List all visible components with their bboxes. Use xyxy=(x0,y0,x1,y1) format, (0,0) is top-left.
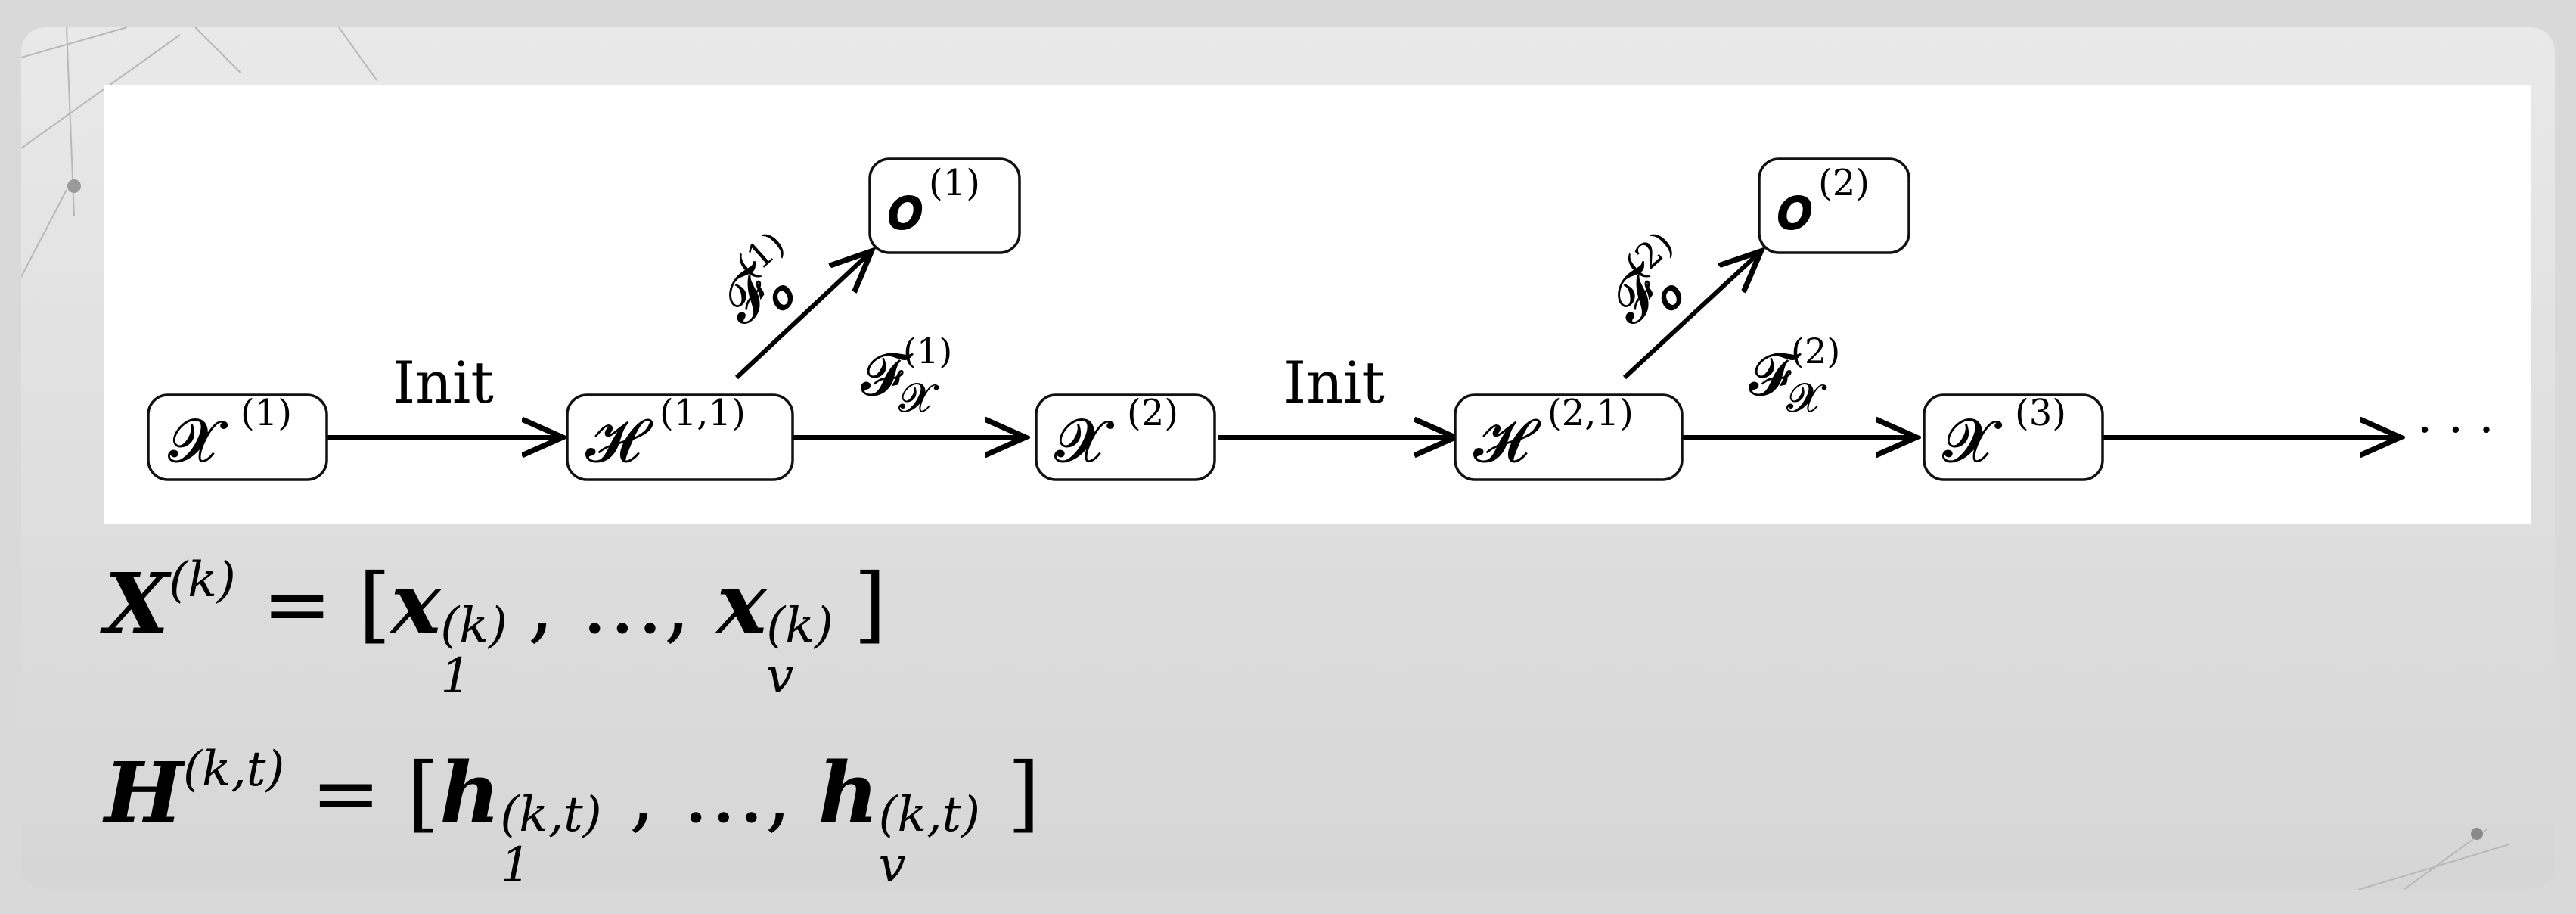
eq2-close-bracket: ] xyxy=(1007,744,1041,841)
eq2-last-sup: (k,t) xyxy=(878,787,981,844)
edge-label-fx-1: 𝓕 𝓧 (1) xyxy=(861,331,952,421)
eq2-comma-1: , xyxy=(628,744,656,841)
node-sup: (1) xyxy=(241,392,292,434)
label-sup: (2) xyxy=(1791,331,1840,372)
edge-h21-o2 xyxy=(1622,254,1758,380)
label-sup: (1) xyxy=(903,331,952,372)
node-h11: 𝓗 (1,1) xyxy=(566,392,794,481)
eq2-open-bracket: [ xyxy=(407,744,440,841)
eq1-equals: = xyxy=(262,555,332,652)
eq2-first-sub: 1 xyxy=(500,837,531,890)
diagram-panel: Init Init 𝓕 𝒐 (1) 𝓕 𝓧 (1) 𝓕 𝒐 (2) 𝓕 𝓧 (2 xyxy=(104,85,2531,524)
edge-label-fo-1: 𝓕 𝒐 (1) xyxy=(707,223,805,338)
edge-label-fo-2: 𝓕 𝒐 (2) xyxy=(1596,223,1693,338)
node-sup: (2,1) xyxy=(1547,392,1634,434)
slide: Init Init 𝓕 𝒐 (1) 𝓕 𝓧 (1) 𝓕 𝒐 (2) 𝓕 𝓧 (2 xyxy=(21,27,2555,890)
eq1-first-sub: 1 xyxy=(440,648,472,704)
eq2-last-sub: v xyxy=(878,837,906,890)
eq2-first-sup: (k,t) xyxy=(500,787,602,844)
eq1-first-sup: (k) xyxy=(440,598,507,654)
eq2-lhs-sup: (k,t) xyxy=(182,741,285,797)
node-o1: 𝒐 (1) xyxy=(868,157,1021,254)
equation-x-definition: X(k) = [x(k)1, …, x(k)v] xyxy=(104,556,886,700)
eq1-comma-1: , xyxy=(527,555,554,652)
eq2-last-term: h xyxy=(818,743,879,841)
background-network-decoration xyxy=(21,27,2510,890)
eq1-comma-2: , xyxy=(663,555,691,652)
label-sub: 𝓧 xyxy=(898,374,939,421)
node-o2: 𝒐 (2) xyxy=(1758,157,1910,254)
node-sup: (2) xyxy=(1818,162,1870,204)
node-sup: (3) xyxy=(2015,392,2066,434)
eq1-last-term: x xyxy=(716,554,767,652)
node-x2: 𝓧 (2) xyxy=(1035,392,1216,481)
edge-label-fx-2: 𝓕 𝓧 (2) xyxy=(1749,331,1840,421)
eq1-first-term: x xyxy=(390,554,441,652)
eq1-lhs: X xyxy=(104,554,169,652)
node-x1: 𝓧 (1) xyxy=(147,392,328,481)
label-sub: 𝓧 xyxy=(1786,374,1827,421)
node-sup: (1,1) xyxy=(660,392,746,434)
eq2-ellipsis: … xyxy=(681,744,765,841)
node-x3: 𝓧 (3) xyxy=(1923,392,2104,481)
node-symbol: 𝒐 xyxy=(886,173,923,243)
edge-label-init-2: Init xyxy=(1283,349,1385,416)
eq1-open-bracket: [ xyxy=(358,555,391,652)
eq1-lhs-sup: (k) xyxy=(169,552,236,608)
eq1-ellipsis: … xyxy=(580,555,664,652)
eq2-lhs: H xyxy=(104,743,183,841)
eq1-close-bracket: ] xyxy=(853,555,886,652)
edge-h11-o1 xyxy=(734,254,868,380)
edge-label-init-1: Init xyxy=(393,349,494,416)
node-symbol: 𝒐 xyxy=(1776,173,1813,243)
eq2-first-term: h xyxy=(439,743,501,841)
flow-diagram: Init Init 𝓕 𝒐 (1) 𝓕 𝓧 (1) 𝓕 𝒐 (2) 𝓕 𝓧 (2 xyxy=(147,157,2494,481)
continuation-dots: · · · xyxy=(2417,403,2494,459)
node-h21: 𝓗 (2,1) xyxy=(1454,392,1684,481)
eq2-comma-2: , xyxy=(765,744,792,841)
node-sup: (1) xyxy=(929,162,980,204)
eq2-equals: = xyxy=(311,744,381,841)
eq1-last-sup: (k) xyxy=(766,598,833,654)
equation-h-definition: H(k,t) = [h(k,t)1, …, h(k,t)v] xyxy=(104,745,1040,889)
node-sup: (2) xyxy=(1127,392,1178,434)
eq1-last-sub: v xyxy=(766,648,794,704)
